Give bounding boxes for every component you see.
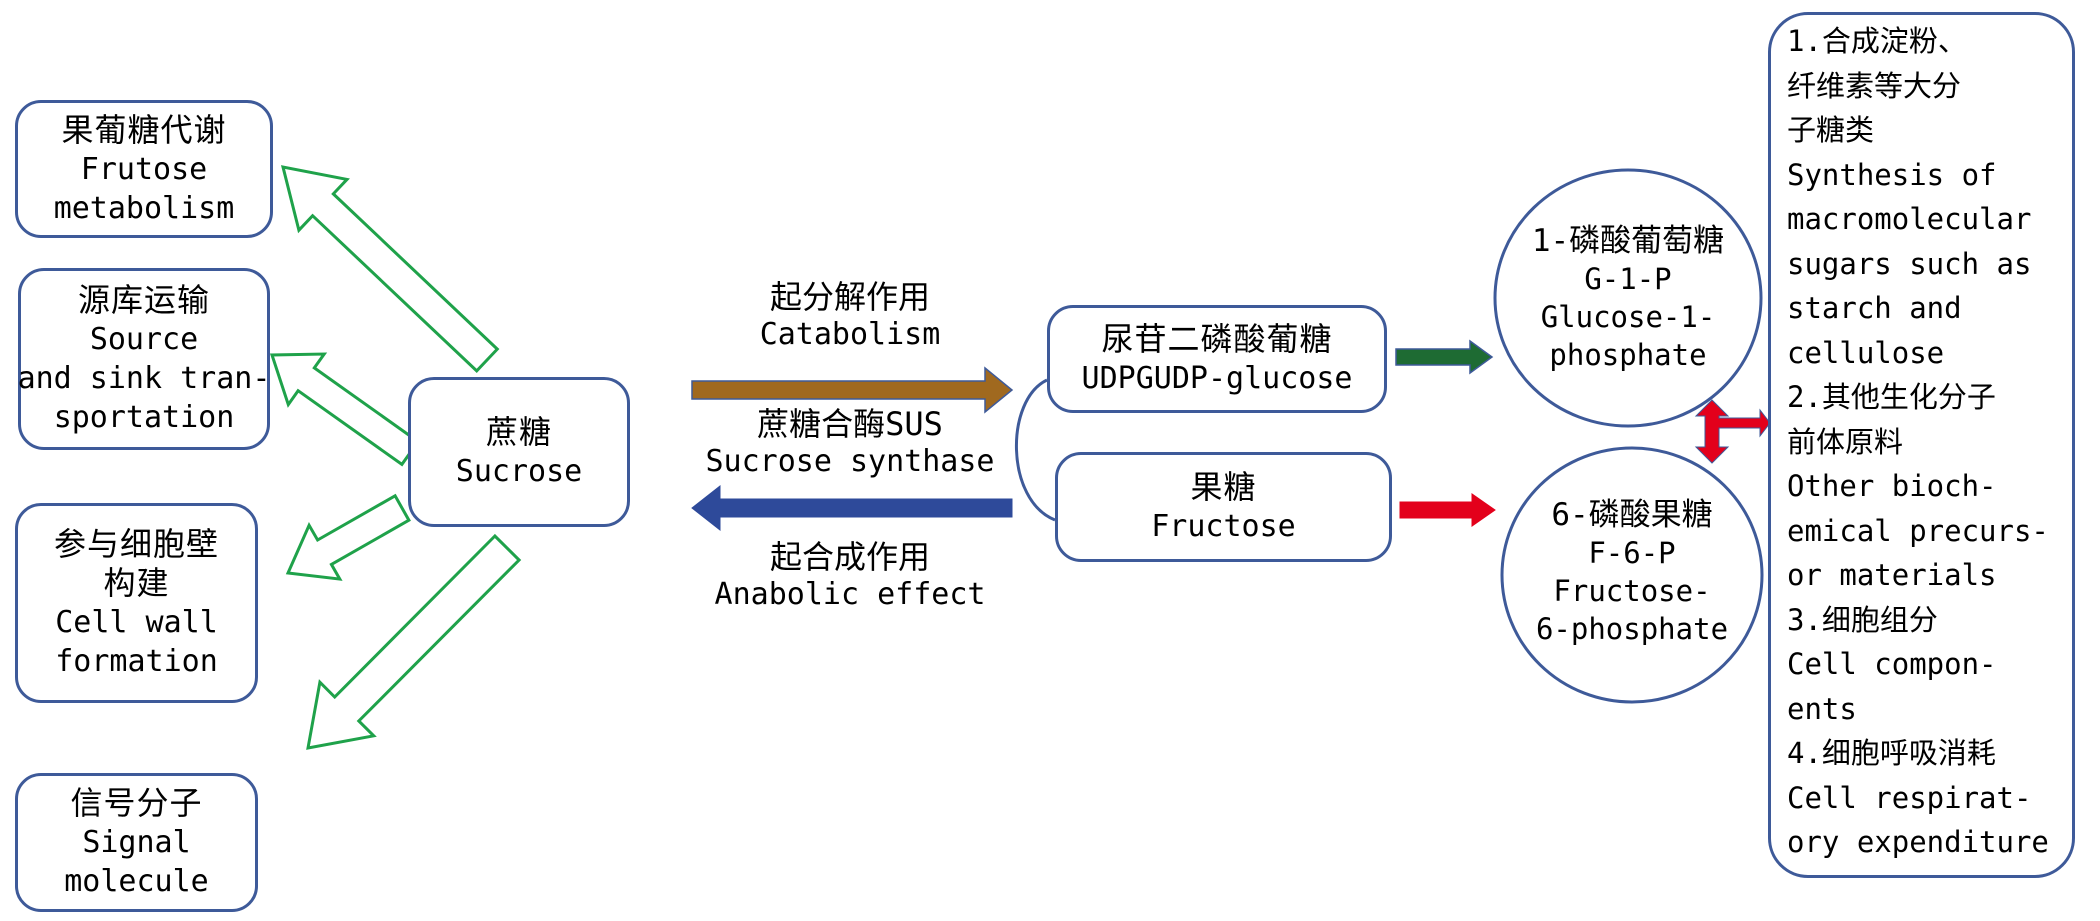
f6p-label-en-1: Fructose-: [1553, 574, 1711, 608]
g1p-label-en-1: Glucose-1-: [1540, 300, 1716, 334]
sucrose-label-en: Sucrose: [455, 454, 583, 489]
fructose-metabolism-box: 果葡糖代谢 Frutose metabolism: [15, 100, 273, 238]
outcome-line: 4.细胞呼吸消耗: [1787, 736, 1996, 770]
outcome-line: 2.其他生化分子: [1787, 380, 1996, 414]
outcome-line: macromolecular: [1787, 202, 2032, 236]
f6p-abbr: F-6-P: [1588, 536, 1676, 570]
outcome-line: or materials: [1787, 558, 1997, 592]
catabolism-arrow: [691, 366, 1014, 414]
fructose-box: 果糖 Fructose: [1055, 452, 1392, 562]
enzyme-label-en: Sucrose synthase: [705, 444, 995, 479]
anabolic-arrow: [691, 484, 1013, 532]
g1p-text: 1-磷酸葡萄糖 G-1-P Glucose-1- phosphate: [1495, 210, 1761, 386]
outcome-line: 子糖类: [1787, 113, 1875, 147]
box-label-zh: 果葡糖代谢: [61, 110, 227, 149]
signal-molecule-box: 信号分子 Signal molecule: [15, 773, 258, 912]
box-label-zh: 参与细胞壁 构建: [53, 525, 219, 602]
outcome-line: Synthesis of: [1787, 157, 1997, 192]
sucrose-label-zh: 蔗糖: [485, 413, 552, 451]
outcome-line: emical precurs-: [1787, 513, 2049, 548]
anabolic-label-en: Anabolic effect: [714, 577, 986, 612]
g1p-label-en-2: phosphate: [1549, 338, 1707, 372]
f6p-label-en-2: 6-phosphate: [1535, 612, 1729, 646]
sus-products-connector: [1014, 378, 1056, 522]
outcome-line: ents: [1787, 691, 1857, 726]
source-sink-transport-box: 源库运输 Source and sink tran- sportation: [18, 268, 270, 450]
fructose-label-zh: 果糖: [1190, 468, 1257, 506]
anabolic-label-zh: 起合成作用: [769, 538, 930, 576]
box-label-en: Cell wall formation: [55, 605, 218, 679]
udp-glucose-box: 尿苷二磷酸葡糖 UDPGUDP-glucose: [1047, 305, 1387, 413]
box-label-zh: 源库运输: [77, 281, 210, 319]
outcome-line: sugars such as: [1787, 246, 2032, 281]
box-label-en: Frutose metabolism: [53, 151, 235, 226]
f6p-label-zh: 6-磷酸果糖: [1551, 497, 1713, 533]
g1p-label-zh: 1-磷酸葡萄糖: [1531, 223, 1725, 259]
to-source-sink-arrow: [269, 352, 421, 467]
g1p-abbr: G-1-P: [1584, 262, 1672, 296]
to-signal-molecule-arrow: [306, 533, 522, 750]
fructose-to-f6p-arrow: [1399, 493, 1496, 527]
box-label-zh: 信号分子: [70, 784, 203, 822]
g1p-circle: [1493, 168, 1763, 428]
outcome-line: ory expenditure: [1787, 825, 2049, 859]
udpg-label-zh: 尿苷二磷酸葡糖: [1101, 320, 1333, 358]
outcome-line: cellulose: [1787, 335, 1945, 370]
outcome-line: starch and: [1787, 291, 1962, 325]
udpg-label-en: UDPGUDP-glucose: [1081, 361, 1353, 396]
box-label-en: Source and sink tran- sportation: [17, 322, 271, 435]
interconversion-cross-arrow: [1694, 399, 1771, 464]
outcome-line: 纤维素等大分: [1787, 68, 1962, 103]
outcome-line: Cell respirat-: [1787, 780, 2032, 815]
outcome-line: 1.合成淀粉、: [1787, 24, 1967, 58]
box-label-en: Signal molecule: [64, 825, 209, 899]
catabolism-label-zh: 起分解作用: [769, 278, 930, 316]
f6p-circle: [1500, 446, 1764, 704]
udpg-to-g1p-arrow: [1395, 339, 1494, 375]
to-cell-wall-arrow: [285, 493, 411, 581]
sucrose-synthase-label: 蔗糖合酶SUS Sucrose synthase: [660, 405, 1040, 481]
outcome-line: 3.细胞组分: [1787, 602, 1938, 637]
f6p-text: 6-磷酸果糖 F-6-P Fructose- 6-phosphate: [1502, 484, 1762, 660]
cell-wall-formation-box: 参与细胞壁 构建 Cell wall formation: [15, 503, 258, 703]
sucrose-box: 蔗糖 Sucrose: [408, 377, 630, 527]
outcome-line: Other bioch-: [1787, 469, 1997, 503]
catabolism-label-en: Catabolism: [759, 317, 941, 352]
metabolic-outcomes-box: 1.合成淀粉、纤维素等大分子糖类 Synthesis of macromolecul…: [1768, 12, 2075, 878]
outcome-line: 前体原料: [1787, 424, 1904, 459]
to-fructose-metabolism-arrow: [280, 165, 500, 374]
catabolism-label: 起分解作用 Catabolism: [680, 278, 1020, 354]
anabolic-label: 起合成作用 Anabolic effect: [680, 538, 1020, 614]
enzyme-label-zh: 蔗糖合酶SUS: [757, 405, 943, 443]
fructose-label-en: Fructose: [1151, 509, 1296, 544]
outcome-line: Cell compon-: [1787, 647, 1997, 681]
